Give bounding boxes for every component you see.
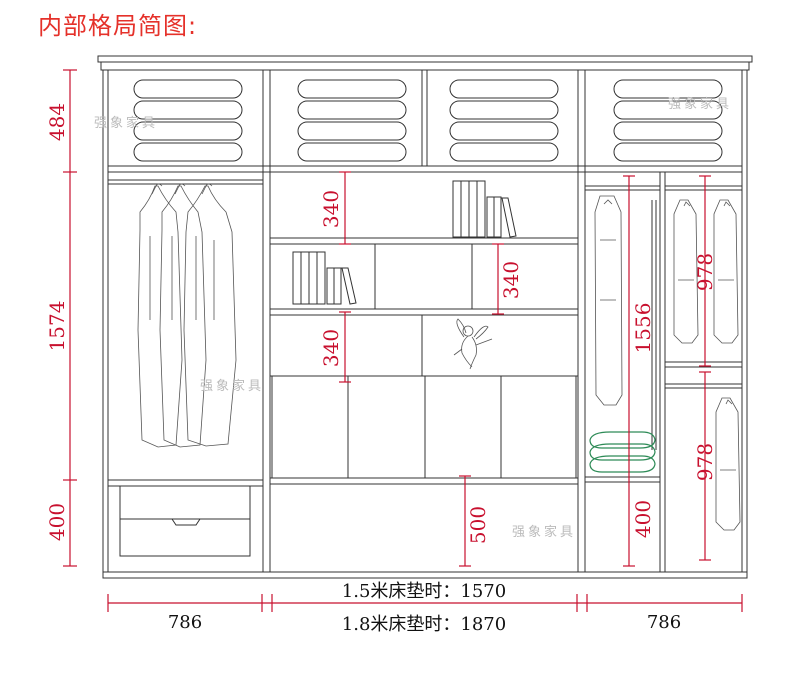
dim-center-shelf-1: 340: [319, 190, 343, 228]
folded-clothes: [133, 79, 723, 162]
dim-center-shelf-2: 340: [499, 261, 523, 299]
drawers: [119, 485, 251, 557]
dim-center-bottom: 500: [466, 506, 490, 544]
dim-right-full-hang: 1556: [631, 303, 655, 354]
dim-center-width-18: 1.8米床垫时：1870: [342, 614, 506, 635]
watermark: 强象家具: [94, 115, 158, 131]
binders-lower: [292, 251, 357, 305]
watermark: 强象家具: [668, 96, 732, 112]
folded-towels: [589, 431, 656, 473]
binders-upper: [452, 180, 517, 238]
watermark: 强象家具: [200, 378, 264, 394]
folded-stack-2: [297, 79, 407, 162]
dim-right-upper-hang: 978: [693, 253, 717, 291]
dim-right-lower-hang: 978: [693, 443, 717, 481]
watermark: 强象家具: [512, 524, 576, 540]
dim-left-drawer: 400: [45, 503, 69, 541]
dim-center-width-15: 1.5米床垫时：1570: [342, 581, 506, 602]
cabinet-outline: [97, 55, 753, 579]
folded-stack-4: [613, 79, 723, 162]
dim-right-width: 786: [647, 612, 681, 633]
dim-right-bottom: 400: [631, 500, 655, 538]
hanging-coats: [137, 183, 237, 448]
dim-center-shelf-3: 340: [319, 329, 343, 367]
garment-bags: [594, 195, 741, 531]
dim-left-hang: 1574: [45, 301, 69, 352]
cherub-ornament: [453, 318, 493, 370]
folded-stack-1: [133, 79, 243, 162]
dim-left-top: 484: [45, 103, 69, 141]
folded-stack-3: [449, 79, 559, 162]
dimension-lines: [63, 69, 743, 612]
page-title: 内部格局简图:: [38, 12, 198, 40]
dim-left-width: 786: [168, 612, 202, 633]
